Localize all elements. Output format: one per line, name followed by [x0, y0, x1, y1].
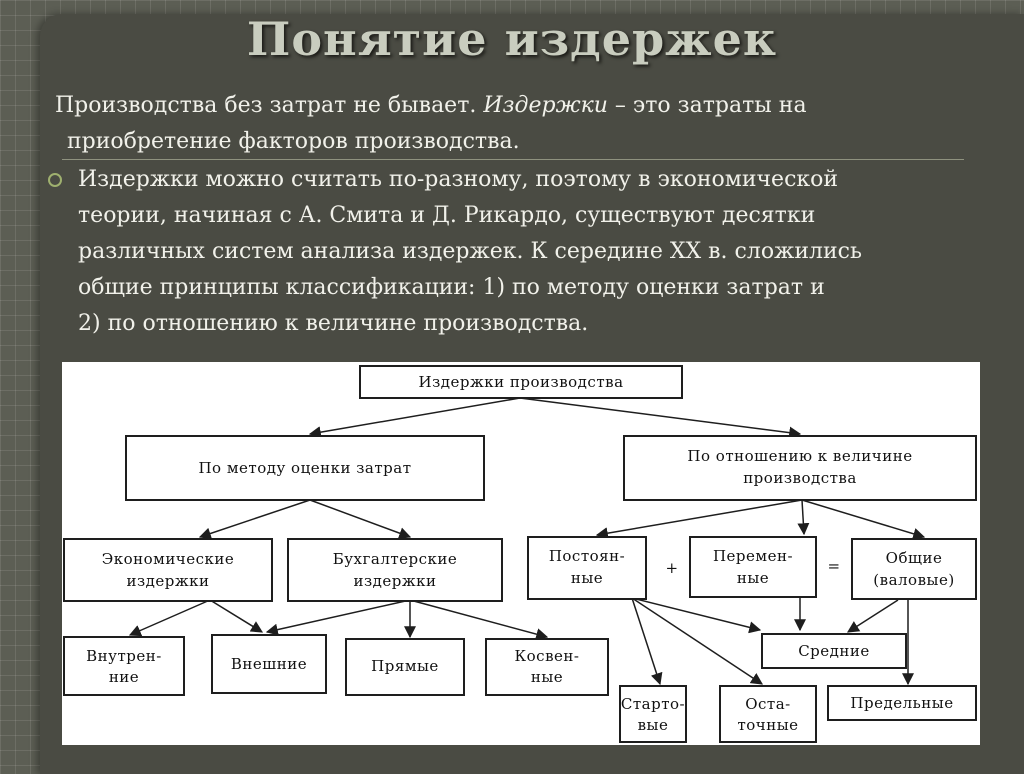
node-fixed-label-1: Постоян- — [549, 547, 625, 565]
node-fixed: Постоян- ные — [527, 536, 647, 600]
node-startup: Старто- вые — [619, 685, 687, 743]
slide-title: Понятие издержек — [246, 12, 778, 66]
node-economic-label-1: Экономические — [102, 550, 235, 568]
node-accounting-label-1: Бухгалтерские — [333, 550, 458, 568]
plus-sign: + — [665, 559, 678, 577]
node-indirect-label-2: ные — [531, 668, 563, 686]
node-direct: Прямые — [345, 638, 465, 696]
node-accounting-label-2: издержки — [353, 572, 436, 590]
node-average-label: Средние — [798, 642, 870, 660]
node-variable-label-2: ные — [737, 569, 769, 587]
divider-line — [62, 159, 964, 160]
node-root: Издержки производства — [359, 365, 683, 399]
node-residual-label-2: точные — [737, 716, 798, 734]
node-by-volume: По отношению к величине производства — [623, 435, 977, 501]
body-line: различных систем анализа издержек. К сер… — [78, 239, 862, 264]
equals-sign: = — [827, 557, 840, 575]
node-by-volume-label-2: производства — [743, 469, 857, 487]
node-indirect-label-1: Косвен- — [515, 647, 580, 665]
intro-paragraph: Производства без затрат не бывает. Издер… — [55, 88, 995, 160]
node-total-label-2: (валовые) — [873, 571, 954, 589]
node-startup-label-1: Старто- — [621, 695, 685, 713]
node-variable: Перемен- ные — [689, 536, 817, 598]
body-paragraph: Издержки можно считать по-разному, поэто… — [78, 162, 1018, 342]
node-marginal-label: Предельные — [850, 694, 953, 712]
node-variable-label-1: Перемен- — [713, 547, 793, 565]
node-by-method: По методу оценки затрат — [125, 435, 485, 501]
node-residual: Оста- точные — [719, 685, 817, 743]
node-internal-label-2: ние — [109, 668, 139, 686]
body-line: Издержки можно считать по-разному, поэто… — [78, 167, 839, 192]
connector-lines — [128, 397, 926, 686]
node-total-label-1: Общие — [886, 549, 943, 567]
node-external-label: Внешние — [231, 655, 307, 673]
intro-text-c: приобретение факторов производства. — [67, 129, 520, 154]
node-economic-label-2: издержки — [126, 572, 209, 590]
bullet-icon — [48, 173, 62, 187]
node-startup-label-2: вые — [638, 716, 669, 734]
diagram-canvas: Издержки производства По методу оценки з… — [63, 365, 977, 743]
node-economic: Экономические издержки — [63, 538, 273, 602]
intro-term: Издержки — [483, 93, 608, 118]
node-marginal: Предельные — [827, 685, 977, 721]
node-accounting: Бухгалтерские издержки — [287, 538, 503, 602]
intro-text-b: – это затраты на — [607, 93, 807, 118]
node-average: Средние — [761, 633, 907, 669]
intro-text-a: Производства без затрат не бывает. — [55, 93, 484, 118]
node-total: Общие (валовые) — [851, 538, 977, 600]
node-root-label: Издержки производства — [418, 373, 623, 391]
body-line: теории, начиная с А. Смита и Д. Рикардо,… — [78, 203, 816, 228]
node-external: Внешние — [211, 634, 327, 694]
node-indirect: Косвен- ные — [485, 638, 609, 696]
node-internal-label-1: Внутрен- — [86, 647, 162, 665]
node-fixed-label-2: ные — [571, 569, 603, 587]
node-by-volume-label-1: По отношению к величине — [687, 447, 912, 465]
body-line: общие принципы классификации: 1) по мето… — [78, 275, 825, 300]
node-by-method-label: По методу оценки затрат — [198, 459, 411, 477]
cost-classification-diagram: Издержки производства По методу оценки з… — [62, 362, 980, 745]
node-internal: Внутрен- ние — [63, 636, 185, 696]
body-line: 2) по отношению к величине производства. — [78, 311, 589, 336]
node-residual-label-1: Оста- — [745, 695, 791, 713]
node-direct-label: Прямые — [371, 657, 439, 675]
